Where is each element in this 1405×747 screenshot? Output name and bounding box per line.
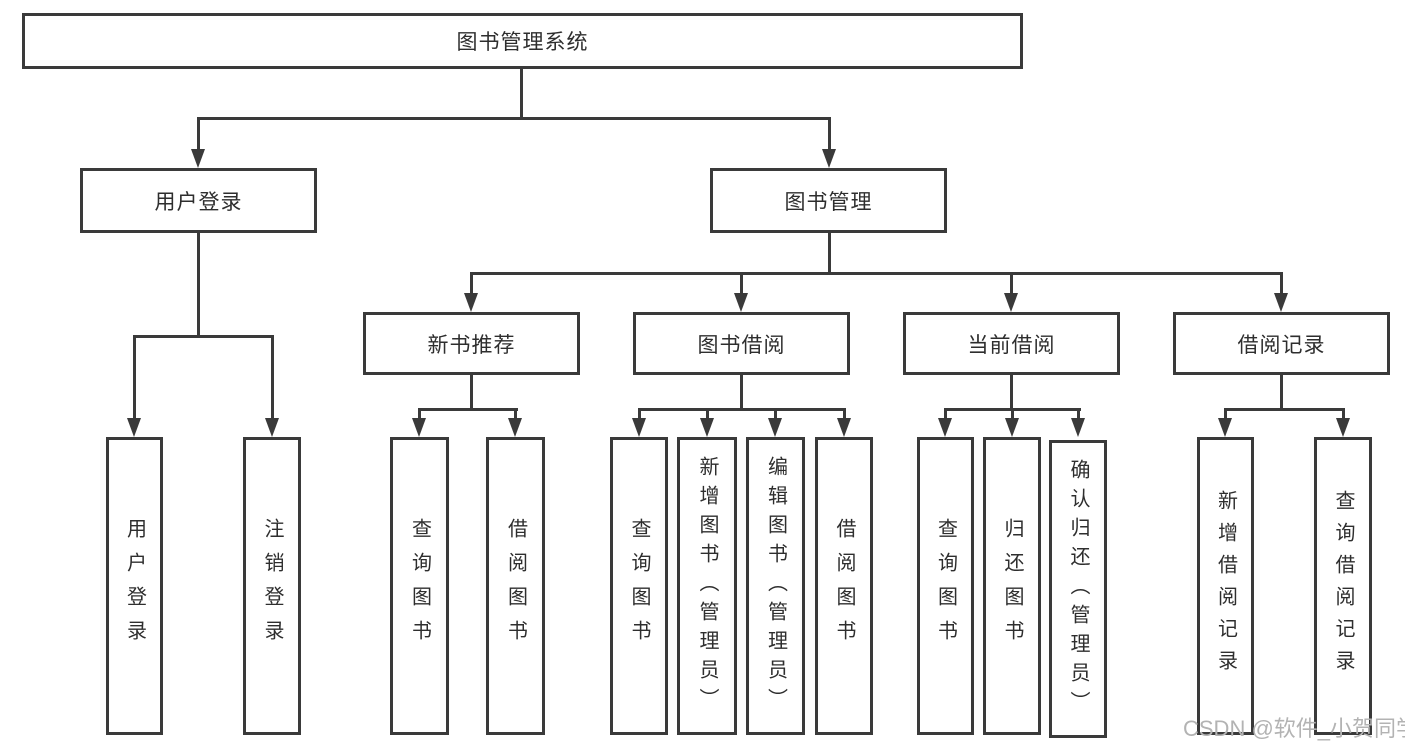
connector-line <box>1010 272 1013 296</box>
connector-line <box>843 408 846 422</box>
arrowhead-icon <box>1004 293 1018 312</box>
node-leaf-user-login: 用户登录 <box>106 437 163 735</box>
node-leaf-label: 新增图书（管理员） <box>696 455 718 717</box>
node-leaf-confirm-return-admin: 确认归还（管理员） <box>1049 440 1107 738</box>
connector-line <box>197 117 200 153</box>
connector-line <box>1280 272 1283 296</box>
node-leaf-label: 借阅图书 <box>833 518 855 654</box>
node-leaf-logout: 注销登录 <box>243 437 301 735</box>
node-leaf-label: 借阅图书 <box>504 518 527 654</box>
connector-line <box>418 408 421 422</box>
node-leaf-label: 查询图书 <box>628 518 650 654</box>
arrowhead-icon <box>412 418 426 437</box>
connector-line <box>828 117 831 153</box>
connector-line <box>740 375 743 411</box>
connector-line <box>1011 408 1014 422</box>
node-leaf-add-books-admin: 新增图书（管理员） <box>677 437 737 735</box>
connector-line <box>470 272 1283 275</box>
connector-line <box>1010 375 1013 411</box>
connector-line <box>1224 408 1345 411</box>
arrowhead-icon <box>508 418 522 437</box>
arrowhead-icon <box>822 149 836 168</box>
arrowhead-icon <box>1005 418 1019 437</box>
node-root-label: 图书管理系统 <box>456 31 589 54</box>
arrowhead-icon <box>734 293 748 312</box>
node-user-login: 用户登录 <box>80 168 317 233</box>
node-leaf-label: 新增借阅记录 <box>1214 490 1237 682</box>
node-book-manage: 图书管理 <box>710 168 947 233</box>
node-leaf-query-books-2: 查询图书 <box>610 437 668 735</box>
node-leaf-add-borrow-record: 新增借阅记录 <box>1197 437 1254 735</box>
node-section-label: 图书借阅 <box>697 333 786 357</box>
connector-line <box>133 335 136 421</box>
arrowhead-icon <box>700 418 714 437</box>
node-user-login-label: 用户登录 <box>154 190 243 214</box>
node-leaf-return-books: 归还图书 <box>983 437 1041 735</box>
arrowhead-icon <box>1071 418 1085 437</box>
node-section-borrow-records: 借阅记录 <box>1173 312 1390 375</box>
node-leaf-label: 用户登录 <box>123 518 146 654</box>
arrowhead-icon <box>768 418 782 437</box>
connector-line <box>520 69 523 119</box>
arrowhead-icon <box>1218 418 1232 437</box>
connector-line <box>1342 408 1345 422</box>
node-leaf-label: 查询图书 <box>934 518 957 654</box>
node-leaf-edit-books-admin: 编辑图书（管理员） <box>746 437 805 735</box>
connector-line <box>197 233 200 338</box>
connector-line <box>638 408 846 411</box>
node-leaf-query-borrow-record: 查询借阅记录 <box>1314 437 1372 735</box>
node-section-new-books: 新书推荐 <box>363 312 580 375</box>
arrowhead-icon <box>1274 293 1288 312</box>
arrowhead-icon <box>837 418 851 437</box>
connector-line <box>418 408 518 411</box>
node-section-label: 当前借阅 <box>967 333 1056 357</box>
node-leaf-borrow-books-2: 借阅图书 <box>815 437 873 735</box>
connector-line <box>514 408 517 422</box>
node-leaf-query-books-3: 查询图书 <box>917 437 974 735</box>
connector-line <box>197 117 831 120</box>
arrowhead-icon <box>191 149 205 168</box>
connector-line <box>706 408 709 422</box>
csdn-watermark: CSDN @软件_小贺同学 <box>1183 716 1405 741</box>
connector-line <box>1224 408 1227 422</box>
node-leaf-label: 归还图书 <box>1001 518 1023 654</box>
connector-line <box>638 408 641 422</box>
node-section-label: 新书推荐 <box>427 333 516 357</box>
connector-line <box>1077 408 1080 422</box>
connector-line <box>470 375 473 411</box>
node-section-label: 借阅记录 <box>1237 333 1326 357</box>
node-leaf-label: 确认归还（管理员） <box>1067 458 1089 720</box>
node-book-manage-label: 图书管理 <box>784 190 873 214</box>
arrowhead-icon <box>127 418 141 437</box>
node-leaf-label: 查询借阅记录 <box>1332 490 1354 682</box>
node-section-current-borrow: 当前借阅 <box>903 312 1120 375</box>
arrowhead-icon <box>632 418 646 437</box>
arrowhead-icon <box>938 418 952 437</box>
connector-line <box>1280 375 1283 411</box>
node-leaf-label: 注销登录 <box>261 518 283 654</box>
node-section-book-borrow: 图书借阅 <box>633 312 850 375</box>
connector-line <box>470 272 473 296</box>
node-leaf-query-books-1: 查询图书 <box>390 437 449 735</box>
arrowhead-icon <box>1336 418 1350 437</box>
arrowhead-icon <box>464 293 478 312</box>
connector-line <box>740 272 743 296</box>
connector-line <box>774 408 777 422</box>
node-root: 图书管理系统 <box>22 13 1023 69</box>
connector-line <box>828 233 831 275</box>
node-leaf-label: 编辑图书（管理员） <box>764 455 787 717</box>
arrowhead-icon <box>265 418 279 437</box>
node-leaf-borrow-books-1: 借阅图书 <box>486 437 545 735</box>
connector-line <box>944 408 947 422</box>
node-leaf-label: 查询图书 <box>408 518 431 654</box>
connector-line <box>133 335 274 338</box>
connector-line <box>271 335 274 421</box>
